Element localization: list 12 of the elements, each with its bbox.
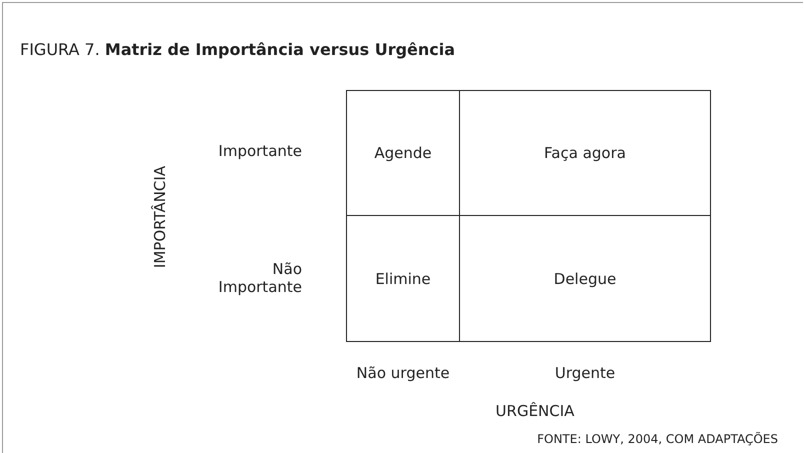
- column-label: Urgente: [554, 364, 616, 382]
- axis-title: IMPORTÂNCIA: [151, 166, 169, 268]
- row-label: Não Importante: [217, 260, 302, 296]
- row-label: Importante: [218, 142, 302, 160]
- matrix-cell: Delegue: [459, 215, 711, 342]
- source-caption: FONTE: LOWY, 2004, COM ADAPTAÇÕES: [537, 432, 778, 446]
- matrix-cell: Agende: [346, 90, 460, 216]
- column-label: Não urgente: [356, 364, 450, 382]
- axis-title: URGÊNCIA: [496, 402, 574, 420]
- matrix-cell: Faça agora: [459, 90, 711, 216]
- figure-title: FIGURA 7. Matriz de Importância versus Urgência: [20, 40, 456, 59]
- matrix-cell: Elimine: [346, 215, 460, 342]
